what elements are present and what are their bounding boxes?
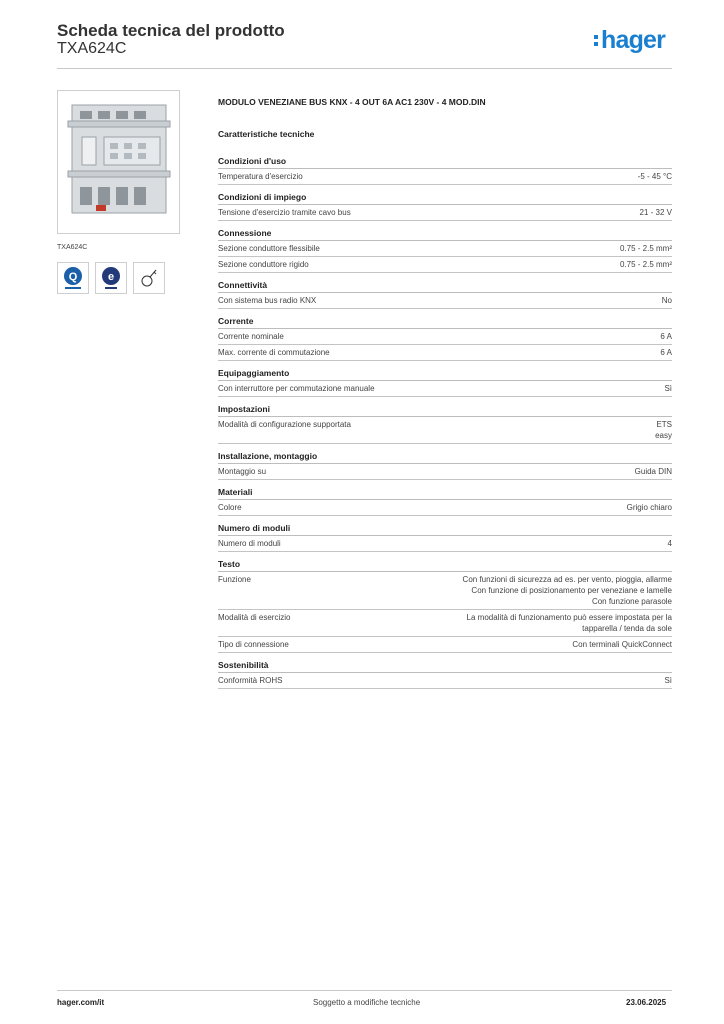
spec-label: Sezione conduttore flessibile xyxy=(218,244,320,253)
knx-key-icon xyxy=(133,262,165,294)
hager-logo: hager xyxy=(594,26,666,55)
spec-section-title: Condizioni d'uso xyxy=(218,156,672,169)
spec-label: Con interruttore per commutazione manual… xyxy=(218,384,375,393)
spec-value: 6 A xyxy=(660,348,672,357)
footer-note: Soggetto a modifiche tecniche xyxy=(313,998,421,1007)
spec-label: Conformità ROHS xyxy=(218,676,283,685)
spec-label: Tipo di connessione xyxy=(218,640,289,649)
footer-divider xyxy=(57,990,672,991)
spec-row: Tensione d'esercizio tramite cavo bus 21 … xyxy=(218,205,672,221)
spec-section-title: Equipaggiamento xyxy=(218,368,672,381)
spec-label: Temperatura d'esercizio xyxy=(218,172,303,181)
spec-label: Max. corrente di commutazione xyxy=(218,348,330,357)
spec-section-title: Corrente xyxy=(218,316,672,329)
product-image-box xyxy=(57,90,180,234)
spec-value: Con terminali QuickConnect xyxy=(572,640,672,649)
document-title: Scheda tecnica del prodotto xyxy=(57,21,285,40)
spec-value: La modalità di funzionamento può essere … xyxy=(466,613,672,633)
spec-value: ETS easy xyxy=(655,420,672,440)
spec-label: Modalità di configurazione supportata xyxy=(218,420,351,429)
spec-value: Sì xyxy=(664,384,672,393)
spec-label: Funzione xyxy=(218,575,251,584)
product-name: MODULO VENEZIANE BUS KNX - 4 OUT 6A AC1 … xyxy=(218,97,486,107)
spec-value: Guida DIN xyxy=(634,467,672,476)
product-code-header: TXA624C xyxy=(57,40,127,57)
spec-row: Montaggio su Guida DIN xyxy=(218,464,672,480)
spec-value: -5 - 45 °C xyxy=(637,172,672,181)
spec-label: Montaggio su xyxy=(218,467,267,476)
footer-site-link[interactable]: hager.com/it xyxy=(57,998,105,1007)
spec-row: Corrente nominale 6 A xyxy=(218,329,672,345)
technical-features-heading: Caratteristiche tecniche xyxy=(218,129,315,139)
spec-section-title: Materiali xyxy=(218,487,672,500)
spec-row: Con sistema bus radio KNX No xyxy=(218,293,672,309)
spec-row: Tipo di connessione Con terminali QuickCo… xyxy=(218,637,672,653)
spec-row: Sezione conduttore rigido 0.75 - 2.5 mm² xyxy=(218,257,672,273)
spec-row: Colore Grigio chiaro xyxy=(218,500,672,516)
spec-row: Sezione conduttore flessibile 0.75 - 2.5 … xyxy=(218,241,672,257)
spec-label: Con sistema bus radio KNX xyxy=(218,296,317,305)
product-image-caption: TXA624C xyxy=(57,244,88,251)
spec-section-title: Sostenibilità xyxy=(218,660,672,673)
spec-row: Con interruttore per commutazione manual… xyxy=(218,381,672,397)
spec-value: 6 A xyxy=(660,332,672,341)
svg-text:e: e xyxy=(108,271,114,283)
spec-label: Colore xyxy=(218,503,242,512)
spec-section-title: Impostazioni xyxy=(218,404,672,417)
spec-value: Con funzioni di sicurezza ad es. per ven… xyxy=(462,575,672,606)
logo-colon-icon xyxy=(594,35,599,49)
spec-section-title: Connettività xyxy=(218,280,672,293)
product-datasheet: MODULO VENEZIANE BUS KNX - 4 OUT 6A AC1 … xyxy=(218,97,672,689)
spec-section-title: Condizioni di impiego xyxy=(218,192,672,205)
spec-value: 0.75 - 2.5 mm² xyxy=(619,260,672,269)
spec-section-title: Testo xyxy=(218,559,672,572)
spec-value: 0.75 - 2.5 mm² xyxy=(619,244,672,253)
spec-row: Modalità di esercizio La modalità di funz… xyxy=(218,610,672,637)
spec-label: Corrente nominale xyxy=(218,332,284,341)
spec-label: Numero di moduli xyxy=(218,539,281,548)
spec-row: Conformità ROHS Sì xyxy=(218,673,672,689)
spec-value: 4 xyxy=(667,539,672,548)
spec-row: Funzione Con funzioni di sicurezza ad es.… xyxy=(218,572,672,610)
spec-label: Sezione conduttore rigido xyxy=(218,260,309,269)
spec-value: Grigio chiaro xyxy=(626,503,672,512)
quality-cert-icon: Q xyxy=(57,262,89,294)
knx-module-image xyxy=(67,104,171,214)
spec-label: Tensione d'esercizio tramite cavo bus xyxy=(218,208,351,217)
spec-value: 21 - 32 V xyxy=(639,208,672,217)
spec-label: Modalità di esercizio xyxy=(218,613,291,622)
footer-date: 23.06.2025 xyxy=(626,998,667,1007)
spec-section-title: Connessione xyxy=(218,228,672,241)
spec-value: No xyxy=(661,296,672,305)
spec-row: Max. corrente di commutazione 6 A xyxy=(218,345,672,361)
spec-section-title: Numero di moduli xyxy=(218,523,672,536)
logo-text: hager xyxy=(601,26,666,54)
header-divider xyxy=(57,68,672,69)
energy-cert-icon: e xyxy=(95,262,127,294)
spec-row: Temperatura d'esercizio -5 - 45 °C xyxy=(218,169,672,185)
spec-row: Modalità di configurazione supportata ETS… xyxy=(218,417,672,444)
spec-row: Numero di moduli 4 xyxy=(218,536,672,552)
svg-text:Q: Q xyxy=(69,271,78,283)
spec-section-title: Installazione, montaggio xyxy=(218,451,672,464)
spec-value: Sì xyxy=(664,676,672,685)
